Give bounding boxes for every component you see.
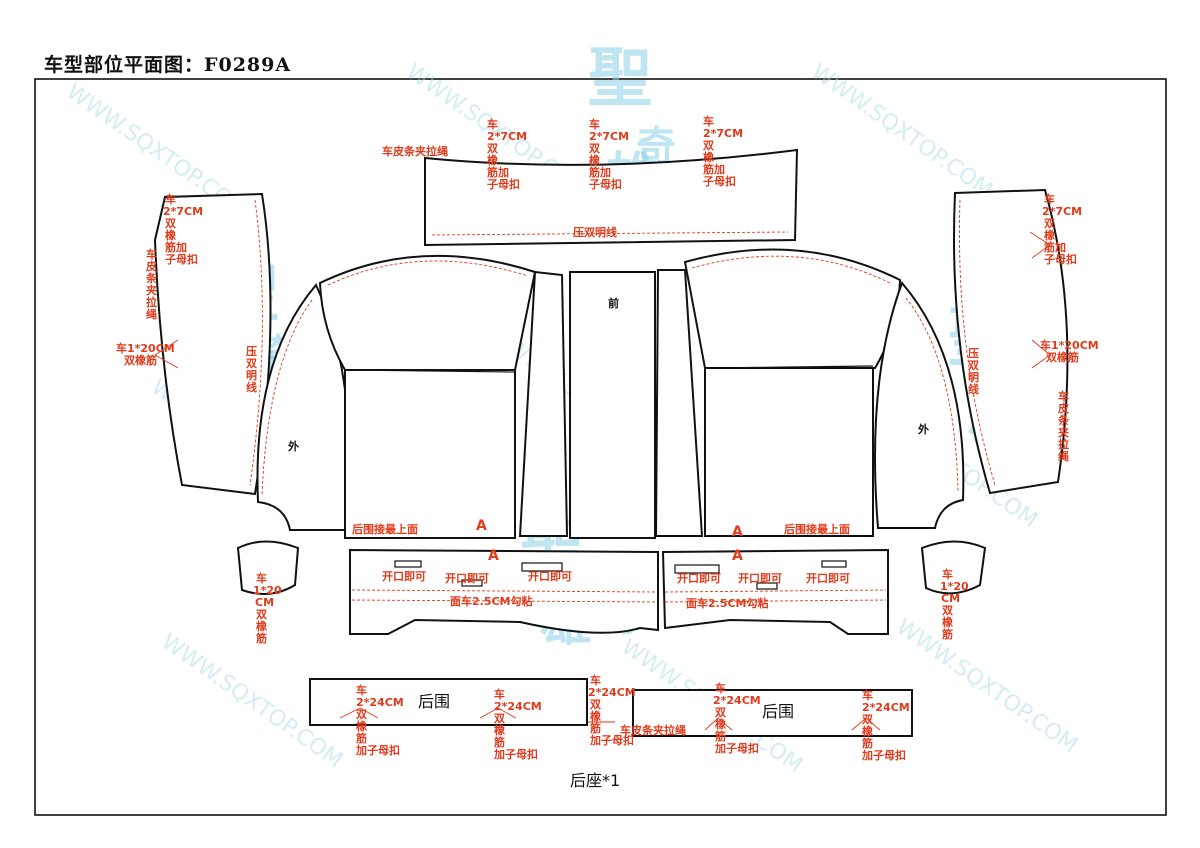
- label-strip-clip: 车皮条夹拉绳: [620, 723, 686, 737]
- right-narrow-strip: [654, 269, 704, 537]
- mark-a: A: [732, 548, 743, 564]
- left-narrow-strip: [518, 270, 569, 537]
- label-open: 开口即可: [382, 570, 426, 583]
- label-outside-left: 外: [287, 439, 299, 453]
- label-open: 开口即可: [445, 572, 489, 585]
- label-open: 开口即可: [806, 572, 850, 585]
- label-front: 前: [608, 296, 619, 310]
- watermark-text: WWW.SQXTOP.COM: [807, 59, 997, 203]
- label-rear-top-right: 后围接最上面: [784, 522, 850, 536]
- label-rear-top-left: 后围接最上面: [352, 522, 418, 536]
- label-open: 开口即可: [528, 570, 572, 583]
- mark-a: A: [732, 524, 743, 540]
- backrest-left-panel: 开口即可 开口即可 开口即可 面车2.5CM勾粘 A: [349, 548, 659, 635]
- label-face-glue: 面车2.5CM勾粘: [686, 596, 769, 610]
- right-seat-cushion: 后围接最上面 A: [683, 248, 902, 540]
- label-strip-clip: 车皮条夹拉绳: [382, 144, 448, 158]
- svg-text:压双明线: 压双明线: [246, 344, 257, 394]
- center-panel: 前: [569, 271, 656, 539]
- label-outside-right: 外: [917, 422, 929, 436]
- label-face-glue: 面车2.5CM勾粘: [450, 594, 533, 608]
- right-outer-wing: 外: [874, 281, 965, 529]
- label-rear-seat: 后座*1: [570, 771, 620, 790]
- svg-text:车皮条夹拉绳: 车皮条夹拉绳: [1057, 389, 1070, 463]
- label-open: 开口即可: [738, 572, 782, 585]
- watermark-text: WWW.SQXTOP.COM: [892, 614, 1082, 758]
- watermark-logo-char: 聖: [588, 41, 652, 116]
- page-title: 车型部位平面图：F0289A: [44, 54, 292, 76]
- label-rear-wall: 后围: [762, 702, 794, 721]
- label-open: 开口即可: [677, 572, 721, 585]
- left-outer-wing: 外: [256, 283, 351, 531]
- label-press-topstitch: 压双明线: [573, 225, 617, 239]
- label-rear-wall: 后围: [418, 692, 450, 711]
- left-seat-cushion: 后围接最上面 A: [318, 254, 537, 539]
- mark-a: A: [488, 548, 499, 564]
- mark-a: A: [476, 518, 487, 534]
- svg-text:车皮条夹拉绳: 车皮条夹拉绳: [145, 247, 158, 321]
- svg-text:压双明线: 压双明线: [968, 346, 979, 396]
- backrest-right-panel: 开口即可 开口即可 开口即可 面车2.5CM勾粘 A: [661, 548, 889, 635]
- drawing-frame: [34, 78, 1167, 816]
